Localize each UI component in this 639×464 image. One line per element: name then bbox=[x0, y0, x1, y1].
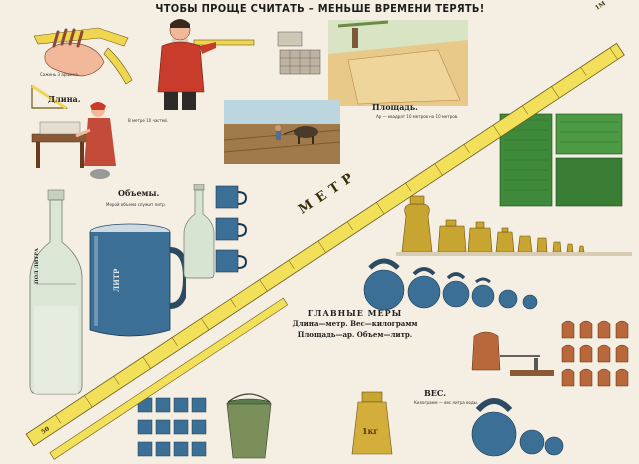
volume-heading: Объемы. bbox=[118, 188, 160, 198]
cups-illustration bbox=[212, 184, 252, 280]
hand-caption: Сажень 3 аршина bbox=[40, 72, 78, 77]
hand-illustration bbox=[28, 22, 138, 92]
area-heading: Площадь. bbox=[372, 102, 418, 112]
kilogram-label: 1кг bbox=[362, 426, 379, 436]
set-square-icon bbox=[30, 82, 70, 112]
brass-weights-illustration bbox=[396, 192, 632, 264]
cups-grid-illustration bbox=[136, 396, 226, 462]
kettlebells-row-illustration bbox=[360, 252, 560, 314]
sacks-illustration bbox=[558, 318, 634, 398]
length-caption: В метре 10 частей. bbox=[128, 118, 169, 123]
kilogram-weight-illustration bbox=[348, 390, 396, 456]
scale-illustration bbox=[470, 326, 560, 382]
area-caption: Ар — квадрат 10 метров на 10 метров. bbox=[376, 114, 459, 119]
field-illustration bbox=[328, 20, 468, 106]
weight-caption: Килограмм — вес литра воды. bbox=[414, 400, 479, 405]
weight-heading: ВЕС. bbox=[424, 388, 447, 398]
main-measures-line1: Длина—метр. Вес—килограмм bbox=[292, 319, 418, 328]
main-measures-block: ГЛАВНЫЕ МЕРЫ Длина—метр. Вес—килограмм П… bbox=[250, 308, 460, 339]
man-illustration bbox=[150, 12, 260, 112]
kettlebells-bottom-illustration bbox=[470, 390, 570, 460]
bucket-illustration bbox=[224, 392, 274, 462]
poster-title: ЧТОБЫ ПРОЩЕ СЧИТАТЬ – МЕНЬШЕ ВРЕМЕНИ ТЕР… bbox=[155, 2, 485, 15]
liter-mug-illustration bbox=[86, 222, 186, 342]
main-measures-heading: ГЛАВНЫЕ МЕРЫ bbox=[307, 308, 403, 318]
small-bottle-illustration bbox=[182, 184, 216, 280]
length-heading: Длина. bbox=[48, 94, 81, 104]
green-plots-illustration bbox=[496, 110, 628, 210]
woman-illustration bbox=[30, 100, 120, 182]
plowing-illustration bbox=[224, 100, 340, 164]
main-measures-line2: Площадь—ар. Объем—литр. bbox=[297, 330, 413, 339]
volume-caption: Мерой объема служит литр. bbox=[106, 202, 166, 207]
bricks-illustration bbox=[272, 28, 328, 98]
bottle-illustration bbox=[26, 188, 86, 398]
